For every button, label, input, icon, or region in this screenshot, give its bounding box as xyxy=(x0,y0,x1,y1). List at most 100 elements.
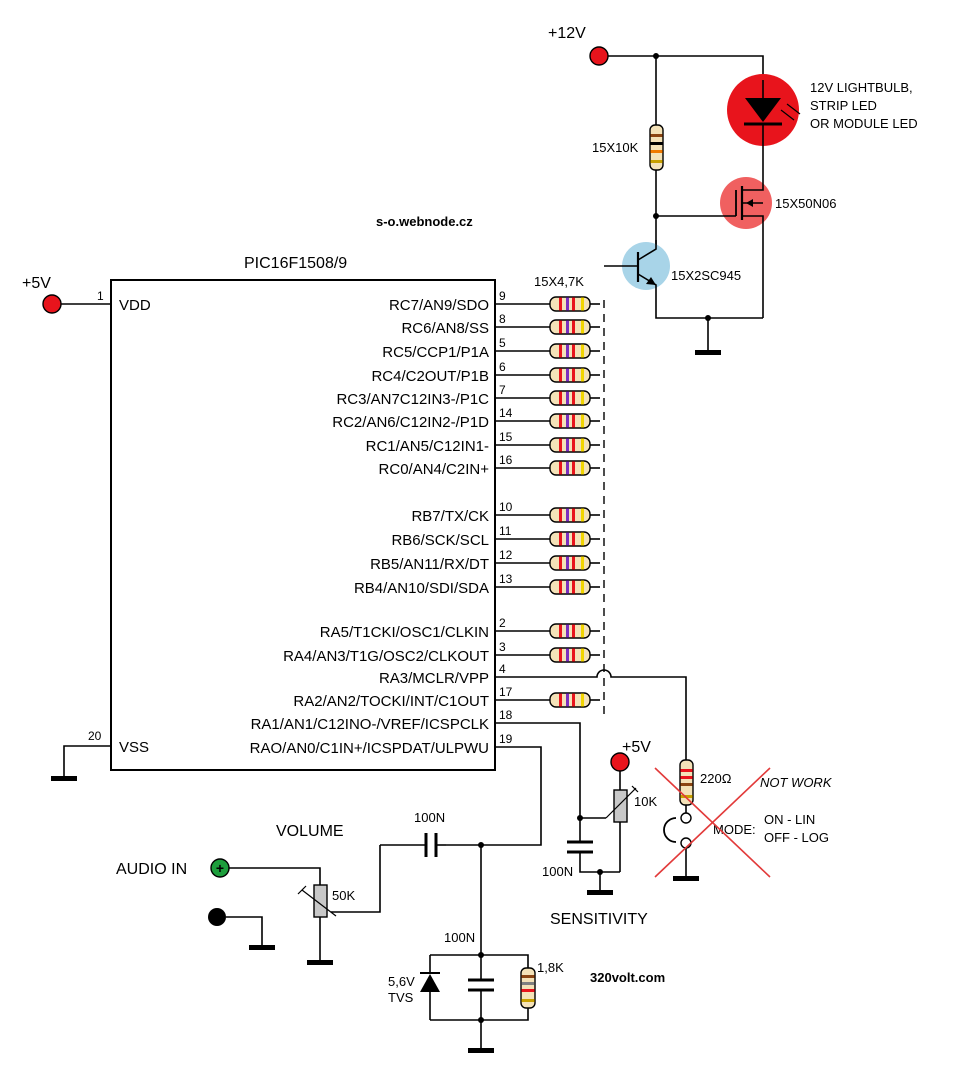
resistor-bank-label: 15X4,7K xyxy=(534,274,584,289)
pin-label: RA4/AN3/T1G/OSC2/CLKOUT xyxy=(283,648,489,665)
audio-in-label: AUDIO IN xyxy=(116,861,187,878)
pin-number: 16 xyxy=(499,453,513,467)
chip-pin: RC7/AN9/SDO 9 xyxy=(389,289,600,314)
pin-resistor xyxy=(549,319,591,335)
vdd-supply-node xyxy=(42,294,62,314)
pin-label: RC3/AN7C12IN3-/P1C xyxy=(336,391,489,408)
pot10k-label: 10K xyxy=(634,794,657,809)
pin-number: 13 xyxy=(499,572,513,586)
pin-label: RB6/SCK/SCL xyxy=(391,532,489,549)
r220-label: 220Ω xyxy=(700,771,732,786)
pin-number: 19 xyxy=(499,732,513,746)
pin-label: RC4/C2OUT/P1B xyxy=(371,368,489,385)
pin-number: 2 xyxy=(499,616,506,630)
chip-pin: RC1/AN5/C12IN1- 15 xyxy=(366,430,600,455)
vdd-pin-label: VDD xyxy=(119,297,151,314)
pin-label: RC2/AN6/C12IN2-/P1D xyxy=(332,414,489,431)
pin-resistor xyxy=(549,413,591,429)
vss-pin-label: VSS xyxy=(119,739,149,756)
chip-pin: RB6/SCK/SCL 11 xyxy=(391,524,600,549)
pin-label: RB4/AN10/SDI/SDA xyxy=(354,580,489,597)
pin-label: RA5/T1CKI/OSC1/CLKIN xyxy=(320,624,489,641)
pin-resistor xyxy=(549,296,591,312)
volume-label: VOLUME xyxy=(276,823,344,840)
pin-number: 10 xyxy=(499,500,513,514)
pin-number: 3 xyxy=(499,640,506,654)
pin-label: RA2/AN2/TOCKI/INT/C1OUT xyxy=(293,693,489,710)
pin-resistor xyxy=(549,623,591,639)
filter-cap-label: 100N xyxy=(444,930,475,945)
pin-resistor xyxy=(549,343,591,359)
pin-resistor xyxy=(549,647,591,663)
chip-pin: RC2/AN6/C12IN2-/P1D 14 xyxy=(332,406,600,431)
sens-cap-label: 100N xyxy=(542,864,573,879)
pin-label: RC1/AN5/C12IN1- xyxy=(366,438,489,455)
pin-label: RB7/TX/CK xyxy=(411,508,489,525)
sensitivity-pot xyxy=(613,789,628,823)
chip-name: PIC16F1508/9 xyxy=(244,255,347,272)
pin-number: 14 xyxy=(499,406,513,420)
mosfet-label: 15X50N06 xyxy=(775,196,836,211)
site-bottom-label: 320volt.com xyxy=(590,970,665,985)
pin-number: 18 xyxy=(499,708,513,722)
pin-label: RAO/AN0/C1IN+/ICSPDAT/ULPWU xyxy=(250,740,489,757)
site-top-label: s-o.webnode.cz xyxy=(376,214,473,229)
pic-chip-body xyxy=(110,279,496,771)
pin-resistor xyxy=(549,531,591,547)
sens-supply-node xyxy=(610,752,630,772)
pin-label: RC0/AN4/C2IN+ xyxy=(379,461,490,478)
r1k8-label: 1,8K xyxy=(537,960,564,975)
pin-number: 4 xyxy=(499,662,506,676)
pin-number: 5 xyxy=(499,336,506,350)
chip-pin: RAO/AN0/C1IN+/ICSPDAT/ULPWU 19 xyxy=(250,732,513,757)
pin-resistor xyxy=(549,507,591,523)
npn-transistor-icon xyxy=(622,242,670,290)
pin-number: 11 xyxy=(499,524,512,538)
chip-pin: RA1/AN1/C12INO-/VREF/ICSPCLK 18 xyxy=(251,708,513,733)
pin-resistor xyxy=(549,460,591,476)
mode-off-label: OFF - LOG xyxy=(764,830,829,845)
pin-label: RC5/CCP1/P1A xyxy=(382,344,489,361)
sens-supply-label: +5V xyxy=(622,739,651,756)
tvs-diode-icon xyxy=(420,974,440,992)
pot50k-label: 50K xyxy=(332,888,355,903)
chip-pin: RA2/AN2/TOCKI/INT/C1OUT 17 xyxy=(293,685,600,710)
transistor-label: 15X2SC945 xyxy=(671,268,741,283)
tvs-label-line1: 5,6V xyxy=(388,974,415,989)
pin-number: 15 xyxy=(499,430,513,444)
chip-pin: RC4/C2OUT/P1B 6 xyxy=(371,360,600,385)
vss-pin-number: 20 xyxy=(88,729,102,743)
pullup-label: 15X10K xyxy=(592,140,639,155)
pin-number: 6 xyxy=(499,360,506,374)
supply-12v-node xyxy=(589,46,609,66)
led-label-line3: OR MODULE LED xyxy=(810,116,918,131)
pin-label: RA1/AN1/C12INO-/VREF/ICSPCLK xyxy=(251,716,489,733)
chip-pin: RC6/AN8/SS8 xyxy=(401,312,600,337)
chip-pin: RC0/AN4/C2IN+ 16 xyxy=(379,453,600,478)
pin-resistor xyxy=(549,692,591,708)
mode-on-label: ON - LIN xyxy=(764,812,815,827)
svg-text:+: + xyxy=(216,860,224,876)
audio-ground-jack-icon xyxy=(208,908,226,926)
led-label-line2: STRIP LED xyxy=(810,98,877,113)
pin-label: RA3/MCLR/VPP xyxy=(379,670,489,687)
pullup-resistor xyxy=(649,124,664,171)
led-label-line1: 12V LIGHTBULB, xyxy=(810,80,913,95)
pin-label: RC6/AN8/SS xyxy=(401,320,489,337)
tvs-label-line2: TVS xyxy=(388,990,414,1005)
chip-pin: RA3/MCLR/VPP 4 xyxy=(379,662,506,687)
chip-pin: RC5/CCP1/P1A 5 xyxy=(382,336,600,361)
pin-number: 9 xyxy=(499,289,506,303)
vdd-supply-label: +5V xyxy=(22,275,51,292)
pin-resistor xyxy=(549,437,591,453)
not-work-label: NOT WORK xyxy=(760,775,833,790)
pin-resistor xyxy=(549,390,591,406)
pin-label: RC7/AN9/SDO xyxy=(389,297,489,314)
vdd-pin-number: 1 xyxy=(97,289,104,303)
pin-number: 17 xyxy=(499,685,513,699)
pin-resistor xyxy=(549,555,591,571)
supply-12v-label: +12V xyxy=(548,25,586,42)
